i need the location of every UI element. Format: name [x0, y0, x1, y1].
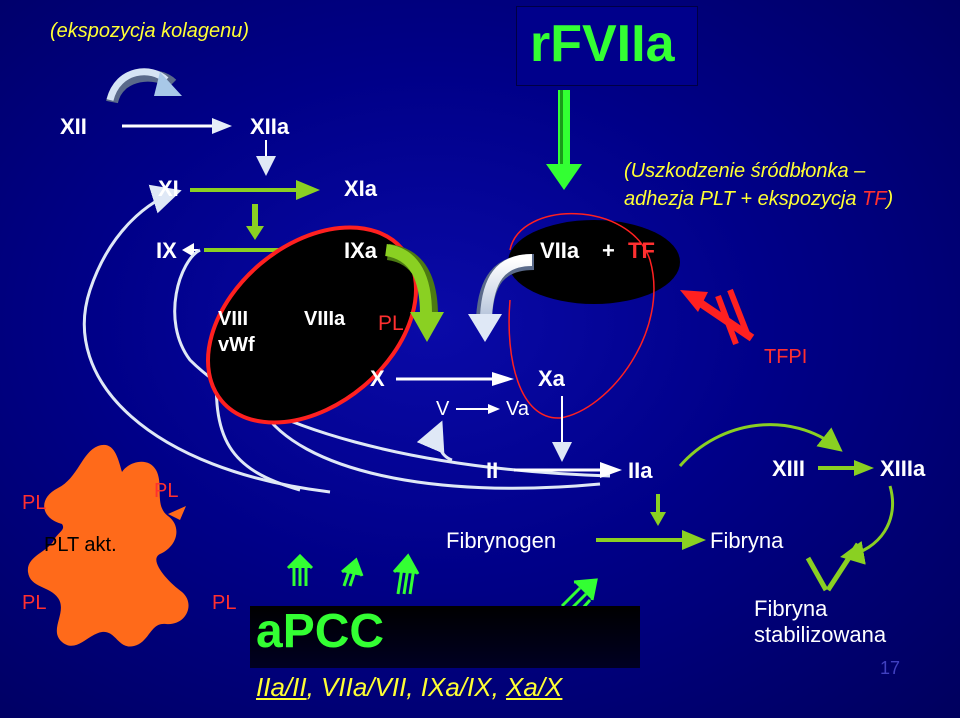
injury-note-line1: (Uszkodzenie śródbłonka – — [624, 160, 866, 182]
pl-left: PL — [22, 492, 47, 514]
ii-to-iia-arrow — [514, 462, 622, 478]
page-number: 17 — [880, 658, 901, 678]
factor-xiii: XIII — [772, 456, 806, 481]
factor-v: V — [436, 398, 450, 420]
factor-xiia: XIIa — [250, 114, 290, 139]
xiii-to-xiiia-arrow — [818, 460, 874, 476]
apcc-pair-xa: Xa/X — [506, 672, 563, 702]
apcc-pair-viia: VIIa/VII — [321, 672, 407, 702]
fibrinogen: Fibrynogen — [446, 528, 557, 553]
rfviia-title-box: rFVIIa — [516, 6, 698, 86]
factor-ii: II — [486, 458, 499, 483]
apcc-box — [250, 606, 640, 668]
pl-bottom-left: PL — [22, 592, 47, 614]
v-to-va-arrow — [456, 404, 500, 414]
factor-viia: VIIa — [540, 238, 580, 263]
pl-cofactor: PL — [378, 312, 404, 335]
factor-xii: XII — [60, 114, 87, 139]
prothrombinase-outline — [508, 212, 655, 419]
fibrin: Fibryna — [710, 528, 784, 553]
rfviia-down-arrow — [546, 90, 582, 190]
factor-xiiia: XIIIa — [880, 456, 926, 481]
factor-va: Va — [506, 398, 529, 420]
apcc-pair-iia: IIa/II — [256, 672, 307, 702]
collagen-note: (ekspozycja kolagenu) — [50, 20, 249, 42]
factor-xi: XI — [158, 176, 179, 201]
injury-note-line2: adhezja PLT + ekspozycja TF) — [624, 188, 894, 210]
xii-to-xiia-arrow — [122, 118, 232, 134]
factor-ixa: IXa — [344, 238, 378, 263]
xiiia-to-fibrin-curve — [840, 485, 895, 565]
plus-sign: + — [602, 238, 615, 263]
tissue-factor: TF — [628, 238, 655, 263]
vwf: vWf — [218, 334, 255, 356]
factor-viii: VIII — [218, 308, 249, 330]
fibrin-stabilized-line1: Fibryna — [754, 596, 828, 621]
rfviia-title: rFVIIa — [530, 15, 675, 73]
feedback-curve-to-xi — [82, 184, 331, 494]
fibrin-stabilization-arrow — [805, 542, 861, 592]
xi-to-xia-arrow — [190, 180, 320, 200]
factor-xia: XIa — [344, 176, 378, 201]
x-to-xa-arrow — [396, 372, 514, 386]
factor-ix: IX — [156, 238, 177, 263]
fibrin-stabilized-line2: stabilizowana — [754, 622, 887, 647]
viia-tf-complex — [508, 220, 680, 304]
platelet-label: PLT akt. — [44, 534, 117, 556]
factor-xa: Xa — [538, 366, 565, 391]
collagen-curved-arrow — [106, 68, 182, 104]
platelet-pseudopod — [168, 506, 186, 520]
iia-down-arrow — [650, 494, 666, 526]
fibrinogen-to-fibrin-arrow — [596, 530, 706, 550]
apcc-up-arrows — [286, 553, 598, 619]
pl-top: PL — [154, 480, 179, 502]
apcc-pair-ixa: IXa/IX — [420, 672, 492, 702]
viia-silver-curved-arrow — [468, 254, 535, 342]
xia-down-arrow — [246, 204, 264, 240]
va-loop-arrow — [416, 420, 453, 462]
pl-bottom-right: PL — [212, 592, 237, 614]
apcc-title: aPCC — [256, 605, 385, 658]
tfpi-label: TFPI — [764, 346, 808, 368]
apcc-pairs: IIa/II, VIIa/VII, IXa/IX, Xa/X — [256, 672, 563, 702]
iia-to-xiii-curve — [678, 423, 843, 467]
activated-platelet-shape — [27, 444, 189, 647]
factor-viiia: VIIIa — [304, 308, 346, 330]
factor-iia: IIa — [628, 458, 653, 483]
ixa-green-curved-arrow — [384, 244, 444, 342]
tfpi-inhibitor-arrow — [680, 288, 755, 346]
factor-x: X — [370, 366, 385, 391]
